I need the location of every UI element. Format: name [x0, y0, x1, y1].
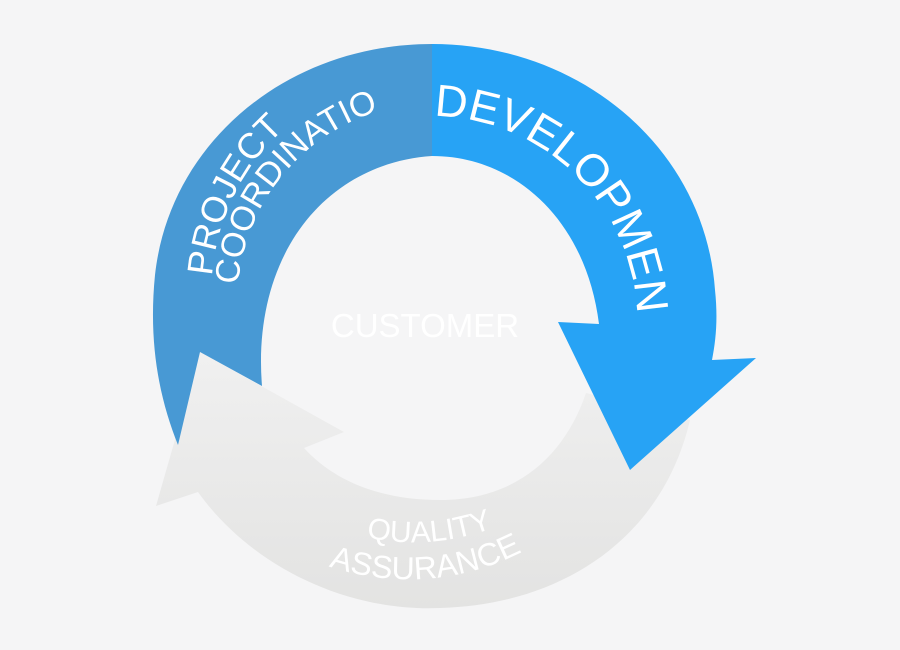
quality-assurance-arrow	[156, 352, 690, 609]
development-arrow	[432, 44, 756, 470]
project-coordination-arc	[152, 44, 432, 445]
center-label: CUSTOMER	[331, 307, 519, 344]
